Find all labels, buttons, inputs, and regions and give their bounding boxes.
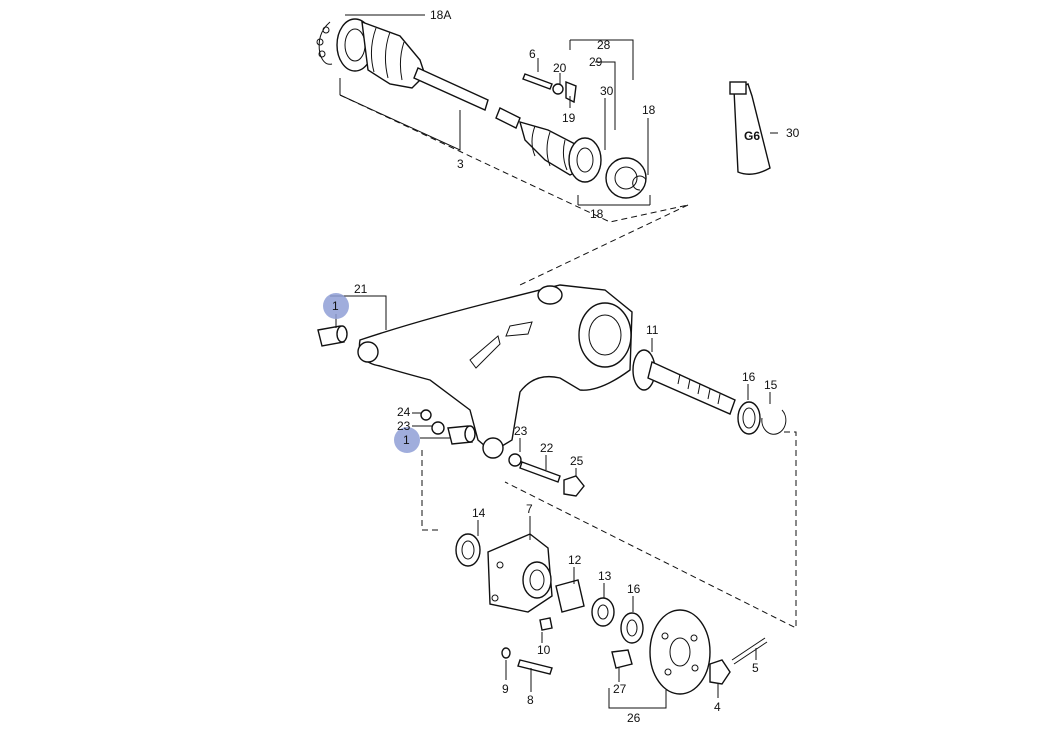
callout-11[interactable]: 11 [646, 323, 659, 337]
seal-16-upper [737, 401, 761, 435]
callout-14[interactable]: 14 [472, 506, 486, 520]
callout-8[interactable]: 8 [527, 693, 534, 707]
axle-flange [578, 302, 632, 368]
trailing-arm [358, 284, 633, 453]
circlip-15 [761, 409, 787, 435]
callout-29[interactable]: 29 [589, 55, 603, 69]
callout-16-upper[interactable]: 16 [742, 370, 756, 384]
bolt-6 [522, 73, 553, 90]
callout-19[interactable]: 19 [562, 111, 576, 125]
flange-shaft [632, 349, 736, 415]
callout-13[interactable]: 13 [598, 569, 612, 583]
drive-shaft-assembly [316, 18, 647, 199]
callout-20[interactable]: 20 [553, 61, 567, 75]
cv-joint-cage [605, 157, 647, 199]
highlight-marker-1-lower[interactable] [394, 427, 420, 453]
callout-21[interactable]: 21 [354, 282, 368, 296]
callout-25[interactable]: 25 [570, 454, 584, 468]
callout-18-bracket[interactable]: 18 [590, 207, 604, 221]
axle-beam-assembly [357, 284, 633, 459]
callout-3[interactable]: 3 [457, 157, 464, 171]
washer-20 [552, 83, 564, 95]
washer-23 [431, 421, 445, 435]
callout-12[interactable]: 12 [568, 553, 582, 567]
callout-30-upper[interactable]: 30 [600, 84, 614, 98]
callout-1-upper[interactable]: 1 [332, 299, 339, 313]
seal-16-lower [620, 612, 644, 644]
castle-nut-4 [709, 659, 731, 685]
pin-10 [539, 617, 553, 631]
outer-boot [361, 20, 426, 89]
wheel-stud-27 [611, 649, 633, 669]
callout-9[interactable]: 9 [502, 682, 509, 696]
bushing-lower [447, 425, 476, 445]
bearing-13 [591, 597, 615, 627]
bushing-upper [317, 325, 348, 347]
callout-6[interactable]: 6 [529, 47, 536, 61]
diff-mount [537, 285, 563, 305]
callout-5[interactable]: 5 [752, 661, 759, 675]
nut-24 [420, 409, 432, 421]
inner-cv-joint [568, 137, 602, 183]
callout-30-tube[interactable]: 30 [786, 126, 800, 140]
highlight-marker-1-upper[interactable] [323, 293, 349, 319]
hose-clamp-18a [318, 21, 333, 65]
nut-25 [563, 475, 585, 497]
grease-tube-label: G6 [744, 129, 760, 143]
callout-22[interactable]: 22 [540, 441, 554, 455]
drive-shaft [413, 67, 489, 111]
circlip-18 [632, 175, 647, 191]
callout-1-lower[interactable]: 1 [403, 433, 410, 447]
callout-10[interactable]: 10 [537, 643, 551, 657]
washer-9 [501, 647, 511, 659]
sleeve-12 [555, 579, 585, 613]
callout-labels: 18A 28 6 20 29 30 19 18 3 18 30 21 1 11 … [332, 8, 800, 725]
cotter-pin-5 [731, 637, 766, 661]
callout-4[interactable]: 4 [714, 700, 721, 714]
callout-27[interactable]: 27 [613, 682, 627, 696]
callout-15[interactable]: 15 [764, 378, 778, 392]
wheel-bearing-housing [487, 533, 553, 613]
callout-16-lower[interactable]: 16 [627, 582, 641, 596]
callout-28[interactable]: 28 [597, 38, 611, 52]
brake-disc-hub [649, 609, 711, 695]
callout-26[interactable]: 26 [627, 711, 641, 725]
callout-23-lower[interactable]: 23 [514, 424, 528, 438]
bolt-8 [517, 659, 553, 675]
callout-7[interactable]: 7 [526, 502, 533, 516]
dashed-assembly-lines [339, 94, 797, 629]
bolt-22 [519, 461, 561, 483]
callout-18-clip[interactable]: 18 [642, 103, 656, 117]
washer-23-lower [508, 453, 522, 467]
bearing-14 [455, 533, 481, 567]
callout-24[interactable]: 24 [397, 405, 411, 419]
callout-23-upper[interactable]: 23 [397, 419, 411, 433]
grease-tube: G6 [729, 81, 771, 175]
callout-18a[interactable]: 18A [430, 8, 451, 22]
plate-19 [565, 80, 577, 104]
